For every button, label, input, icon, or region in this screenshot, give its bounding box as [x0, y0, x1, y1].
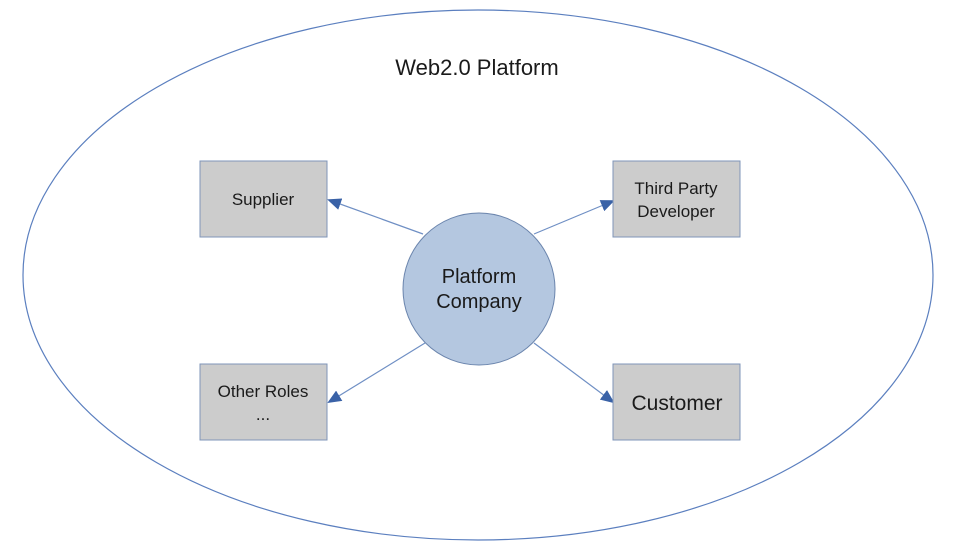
node-platform-company[interactable]: Platform Company [402, 212, 556, 366]
edges [327, 198, 615, 404]
node-supplier-label: Supplier [232, 190, 295, 209]
node-other-roles-box [199, 363, 328, 441]
node-supplier[interactable]: Supplier [199, 160, 328, 238]
platform-company-circle [402, 212, 556, 366]
node-supplier-box [199, 160, 328, 238]
edge-to-third-party-developer [533, 200, 615, 235]
node-other-roles-label-line2: ... [256, 405, 270, 424]
node-customer[interactable]: Customer [612, 363, 741, 441]
platform-boundary-ellipse [22, 9, 934, 541]
edge-to-customer [533, 342, 615, 404]
node-third-party-developer-label-line2: Developer [637, 202, 715, 221]
platform-company-label-line2: Company [436, 291, 522, 313]
platform-company-label-line1: Platform [442, 266, 516, 288]
node-third-party-developer-box [612, 160, 741, 238]
node-customer-label: Customer [631, 392, 722, 415]
node-other-roles-label-line1: Other Roles [218, 382, 309, 401]
node-other-roles[interactable]: Other Roles ... [199, 363, 328, 441]
node-third-party-developer[interactable]: Third Party Developer [612, 160, 741, 238]
edge-to-other-roles [327, 342, 426, 404]
node-customer-box [612, 363, 741, 441]
edge-to-supplier [327, 198, 424, 235]
platform-title: Web2.0 Platform [395, 55, 558, 80]
node-third-party-developer-label-line1: Third Party [634, 179, 718, 198]
